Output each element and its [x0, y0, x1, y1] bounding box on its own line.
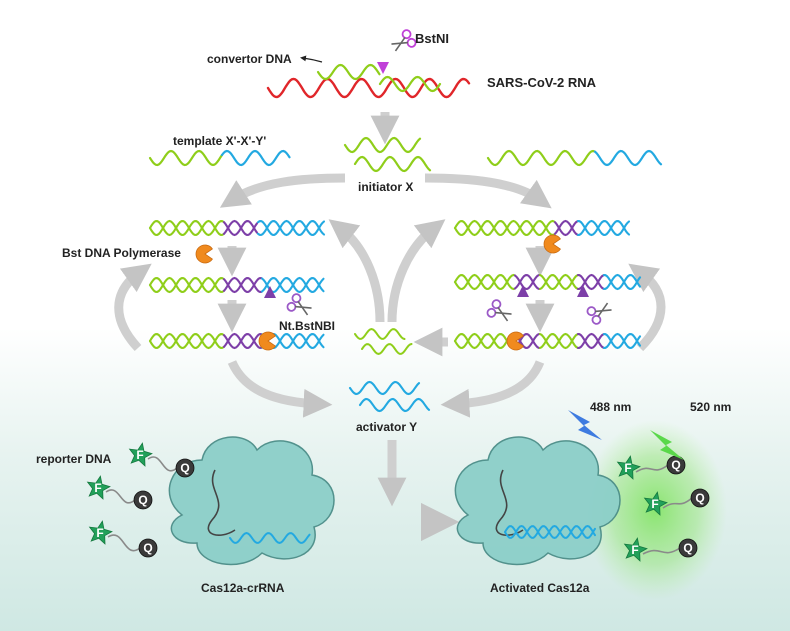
laser-bolt-520-icon	[650, 430, 684, 460]
activated-activator-strand-a	[504, 524, 596, 540]
svg-text:Q: Q	[671, 458, 680, 472]
cas-target-dna	[229, 531, 311, 545]
initiator-label: initiator X	[358, 180, 414, 194]
reporter-dna-1: FQ	[128, 442, 195, 478]
arrow-left-cycle	[114, 263, 152, 352]
arrow-up-left	[328, 219, 385, 323]
activated-cas12a-label: Activated Cas12a	[490, 581, 590, 595]
nick-site-icon	[264, 286, 276, 298]
activator-strand-a	[348, 380, 421, 396]
initiator-strand-a	[343, 136, 422, 154]
left-duplex-1	[148, 219, 326, 237]
scissors-icon	[391, 29, 417, 52]
arrow-up-right	[387, 219, 446, 323]
right-duplex-1	[453, 219, 631, 237]
nick-scissors-icon	[286, 293, 312, 316]
right-polymerase-icon	[543, 234, 561, 254]
fluorophore-star-icon: F	[643, 491, 668, 516]
bstni-cut-site-icon	[377, 62, 389, 74]
svg-text:Q: Q	[143, 541, 152, 555]
nt-bstnbi-label: Nt.BstNBI	[279, 319, 335, 333]
bst-polymerase-label: Bst DNA Polymerase	[62, 246, 181, 260]
svg-text:F: F	[624, 461, 631, 475]
quencher-icon: Q	[175, 458, 195, 478]
right-duplex-3	[453, 332, 642, 350]
activated-activator-strand-b	[504, 524, 596, 540]
arrow-to-activator-right	[440, 360, 545, 418]
released-fragment-b	[361, 343, 413, 356]
right-polymerase-bound	[506, 331, 524, 351]
svg-text:F: F	[631, 543, 638, 557]
quencher-icon: Q	[133, 490, 153, 510]
right-scissors-a	[486, 299, 512, 322]
right-scissors-b	[586, 302, 612, 325]
fluorophore-star-icon: F	[86, 475, 111, 500]
fluorophore-star-icon: F	[88, 520, 113, 545]
template-strand	[148, 149, 291, 167]
right-duplex-2	[453, 273, 642, 291]
activated-crrna-strand	[495, 469, 524, 536]
fluorophore-star-icon: F	[616, 455, 641, 480]
nm520-label: 520 nm	[690, 400, 732, 414]
svg-text:F: F	[651, 497, 658, 511]
quencher-icon: Q	[690, 488, 710, 508]
arrow-initiator-left	[219, 173, 346, 208]
template-label: template X'-X'-Y'	[173, 134, 267, 148]
polymerase-icon	[195, 244, 213, 264]
quencher-icon: Q	[678, 538, 698, 558]
polymerase-bound-icon	[258, 331, 276, 351]
crrna-strand	[207, 469, 236, 536]
convertor-bound-strand	[378, 75, 442, 93]
right-nick-site-a	[517, 285, 529, 297]
nm488-label: 488 nm	[590, 400, 632, 414]
svg-text:Q: Q	[180, 461, 189, 475]
svg-text:Q: Q	[683, 541, 692, 555]
bstni-label: BstNI	[415, 31, 449, 46]
cas12a-crrna-label: Cas12a-crRNA	[201, 581, 285, 595]
right-nick-site-b	[577, 285, 589, 297]
quencher-icon: Q	[138, 538, 158, 558]
svg-text:F: F	[96, 526, 103, 540]
arrow-right-cycle	[628, 263, 666, 352]
reporter-dna-label: reporter DNA	[36, 452, 112, 466]
template-strand-right	[486, 149, 663, 167]
svg-text:Q: Q	[695, 491, 704, 505]
svg-text:F: F	[94, 481, 101, 495]
left-duplex-2	[148, 276, 325, 294]
initiator-strand-b	[353, 155, 432, 173]
cas12a-protein-icon	[168, 436, 335, 566]
svg-text:Q: Q	[138, 493, 147, 507]
arrow-initiator-right	[424, 173, 552, 209]
convertor-pointer-arrow	[300, 55, 323, 63]
sars-cov-2-rna-strand	[266, 77, 471, 99]
svg-text:F: F	[136, 448, 143, 462]
activator-strand-b	[358, 397, 431, 413]
sars-rna-label: SARS-CoV-2 RNA	[487, 75, 597, 90]
convertor-dna-label: convertor DNA	[207, 52, 292, 66]
released-fragment-a	[354, 327, 406, 340]
reporter-dna-3: FQ	[88, 520, 158, 558]
activated-cas12a-protein-icon	[454, 436, 621, 566]
activator-label: activator Y	[356, 420, 418, 434]
laser-bolt-488-icon	[568, 410, 602, 440]
convertor-dna-strand	[316, 63, 381, 81]
left-duplex-3	[148, 332, 325, 350]
fluorophore-star-icon: F	[623, 537, 648, 562]
reporter-dna-2: FQ	[86, 475, 153, 510]
arrow-to-activator-left	[227, 359, 333, 418]
fluorophore-star-icon: F	[128, 442, 153, 467]
